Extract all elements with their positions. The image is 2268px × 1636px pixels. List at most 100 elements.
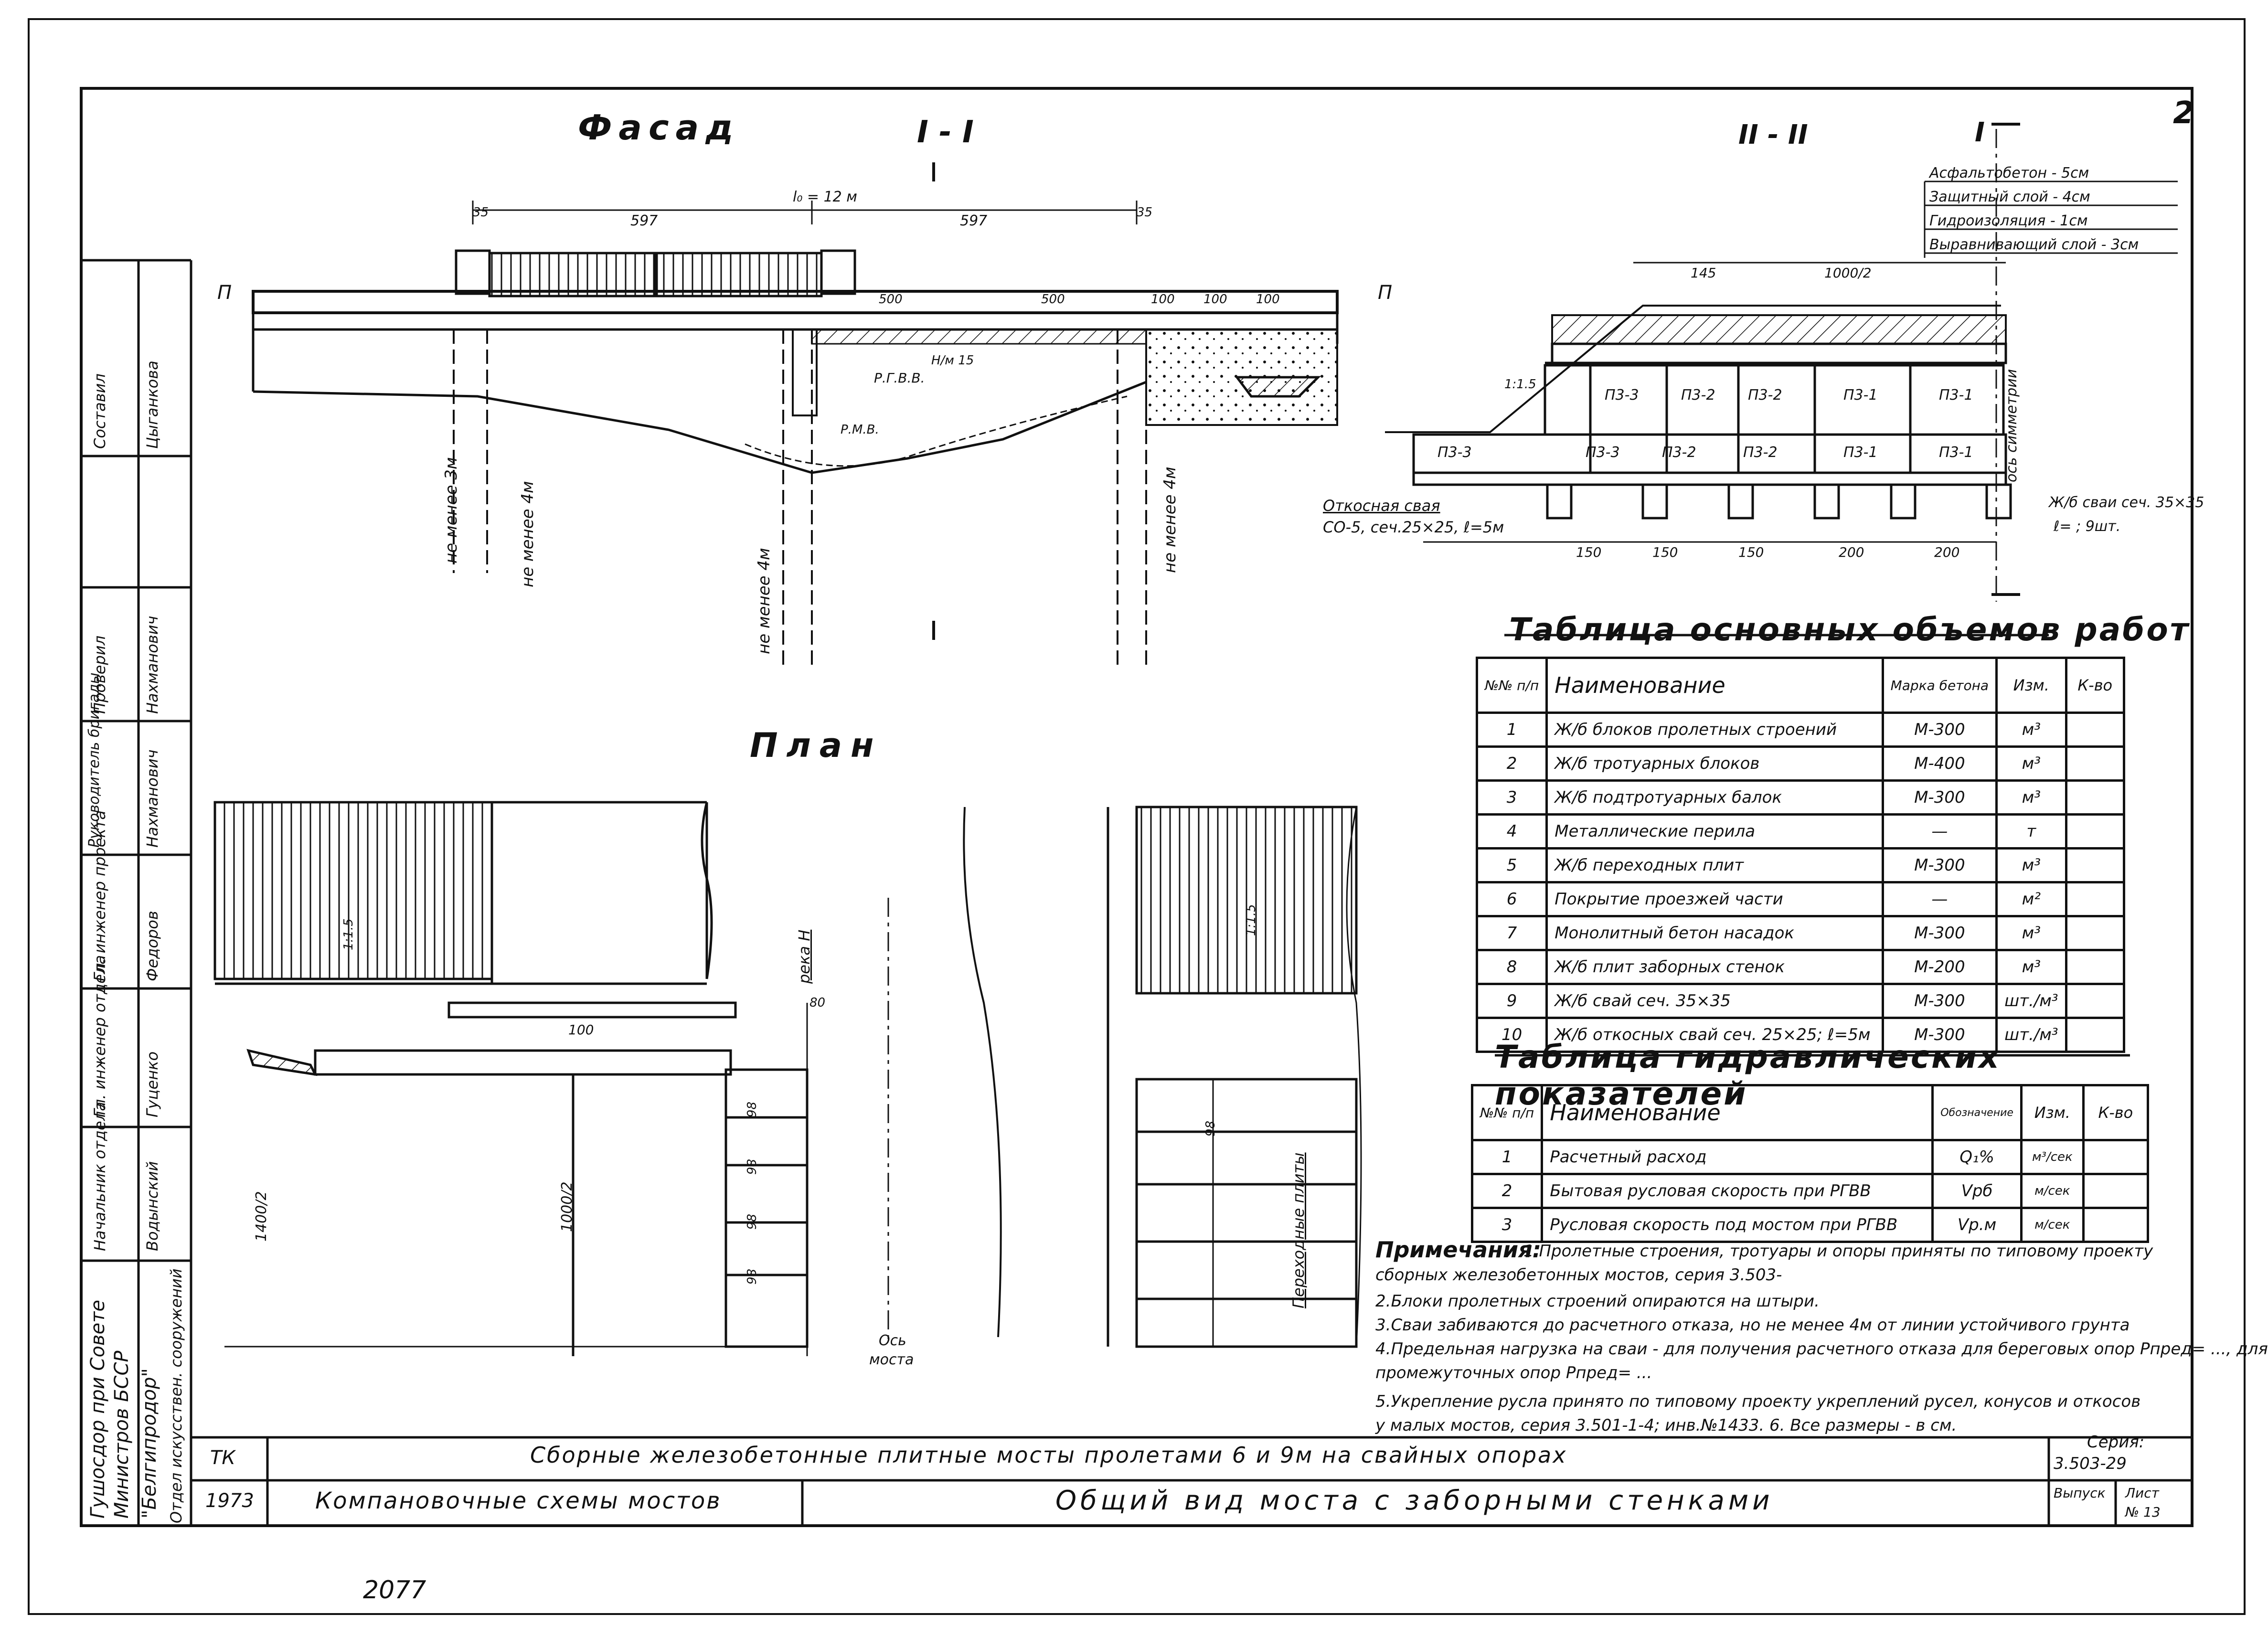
dim-100b: 100 [1203,292,1227,307]
stamp-name: Нахманович [143,616,161,714]
dim-100a: 100 [1151,292,1175,307]
plan-half-1000: 1000/2 [559,1181,575,1232]
works-table-title: Таблица основных объемов работ [1509,611,2190,648]
plan-98-1: 98 [745,1101,759,1117]
letter-p-left: П [217,282,232,304]
layer-2: Защитный слой - 4см [1929,189,2090,205]
sec-dim-3: 150 [1738,544,1764,560]
note-line: у малых мостов, серия 3.501-1-4; инв.№14… [1375,1416,1957,1435]
rgv-label: Р.Г.В.В. [874,370,925,386]
slab-top-1: П3-3 [1605,387,1639,404]
facade-drawing [252,162,1339,669]
axis-of-symmetry: ось симметрии [2003,369,2020,482]
plan-dim-80: 80 [809,996,826,1010]
dim-35a: 35 [473,205,489,220]
sec-dim-5: 200 [1934,544,1960,560]
col-grade: Марка бетона [1881,657,1998,714]
stamp-name: Нахманович [143,749,161,848]
plan-title: План [750,726,883,765]
stamp-name: Гуценко [143,1051,161,1117]
slope-section: 1:1.5 [1504,377,1536,392]
stamp-role: Проверил [91,635,109,714]
sec-dim-4: 200 [1839,544,1864,560]
sheet-label: Лист [2125,1485,2159,1501]
sec-dim-2: 150 [1652,544,1678,560]
facade-title: Фасад [578,107,740,148]
mv-label: Р.М.В. [841,423,879,437]
layer-1: Асфальтобетон - 5см [1929,165,2089,181]
works-table: №№ п/п Наименование Марка бетона Изм. К-… [1475,657,2126,1053]
dim-35b: 35 [1137,205,1153,220]
col-num: №№ п/п [1475,657,1548,714]
stamp-role: Составил [91,373,109,449]
pile-note-1: Откосная свая [1323,497,1440,515]
dim-left: 597 [630,212,658,229]
depth-4m-b: не менее 4м [755,548,774,654]
slab-top-3: П3-2 [1748,387,1782,404]
dim-500a: 500 [879,292,903,307]
bridge-axis-2: моста [869,1351,914,1368]
slab-top-5: П3-1 [1939,387,1973,404]
pile-note-2: СО-5, сеч.25×25, ℓ=5м [1323,518,1504,536]
dim-145: 145 [1691,265,1716,281]
hcol-symbol: Обозначение [1931,1084,2023,1141]
org-line-3: "Белгипродор" [138,1368,160,1519]
note-line: 3.Сваи забиваются до расчетного отказа, … [1375,1316,2130,1335]
sheet-frame [28,18,2246,1615]
bridge-axis-1: Ось [879,1332,906,1349]
issue-label: Выпуск [2054,1485,2106,1501]
plan-98-4: 98 [745,1268,759,1285]
note-line: 2.Блоки пролетных строений опираются на … [1375,1292,1820,1311]
col-name: Наименование [1545,657,1884,714]
plan-slope-b: 1:1.5 [1244,904,1258,936]
note-line: 1.Пролетные строения, тротуары и опоры п… [1523,1242,2153,1261]
org-line-4: Отдел искусствен. сооружений [167,1268,185,1523]
plan-half-1400: 1400/2 [253,1191,270,1242]
letter-p-right: П [1378,282,1393,304]
dim-500b: 500 [1041,292,1065,307]
slab-top-2: П3-2 [1681,387,1715,404]
notes-heading: Примечания: [1375,1237,1542,1263]
transition-slabs: Переходные плиты [1289,1152,1308,1308]
stamp-sub-left: Компановочные схемы мостов [315,1487,722,1514]
note-line: 4.Предельная нагрузка на сваи - для полу… [1375,1339,2268,1359]
stamp-name: Цыганкова [143,361,161,449]
section-marker-top: I [1975,117,1985,148]
note-line: сборных железобетонных мостов, серия 3.5… [1375,1265,1782,1285]
slab-bot-5: П3-1 [1843,444,1878,461]
layer-4: Выравнивающий слой - 3см [1929,236,2139,253]
slab-bot-3: П3-2 [1662,444,1696,461]
plan-98-2: 98 [745,1158,759,1175]
slab-bot-1: П3-3 [1437,444,1472,461]
stamp-left-grid [81,259,192,1526]
slab-bot-2: П3-3 [1586,444,1620,461]
dim-right: 597 [960,212,988,229]
pile-right-2: ℓ= ; 9шт. [2054,518,2121,535]
stamp-tk: ТК [210,1447,235,1469]
layer-3: Гидроизоляция - 1см [1929,212,2088,229]
section-1-title: I - I [917,115,974,150]
col-qty: К-во [2065,657,2126,714]
slab-top-4: П3-1 [1843,387,1878,404]
stamp-role: Начальник отдела [91,1102,109,1251]
hcol-qty: К-во [2082,1084,2150,1141]
depth-3m: не менее 3м [442,457,461,563]
section-2-drawing [1385,123,2178,602]
stamp-bottom-grid [191,1436,2192,1526]
dim-half: 1000/2 [1824,265,1872,281]
series-label: Серия: [2087,1433,2145,1452]
pile-right-1: Ж/б сваи сеч. 35×35 [2049,494,2204,511]
river-label: река Н [795,929,813,984]
sec-dim-1: 150 [1576,544,1602,560]
note-line: промежуточных опор Pпред= ... [1375,1363,1652,1382]
plan-98-5: 98 [1203,1120,1218,1137]
